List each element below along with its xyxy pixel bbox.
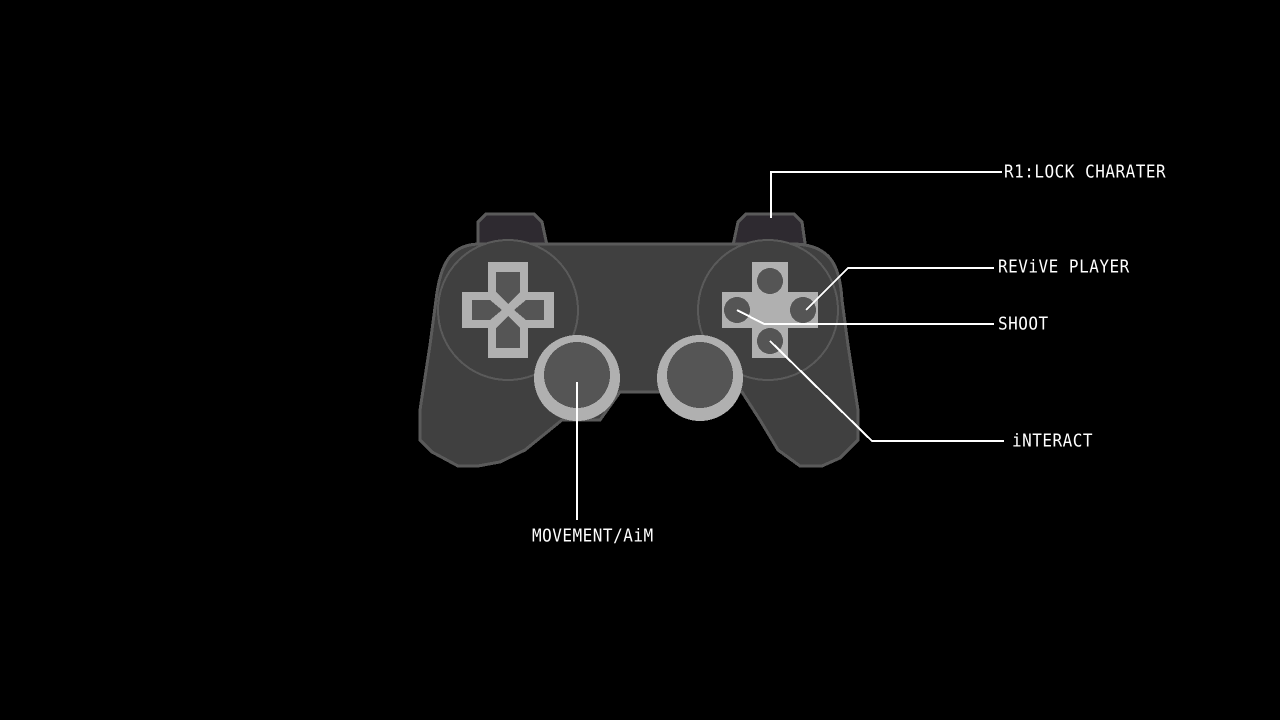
movement-aim-label: MOVEMENT/AiM — [532, 525, 654, 546]
callout-line-interact — [769, 340, 1004, 442]
face-button-right — [790, 297, 816, 323]
r1-lock-label: R1:LOCK CHARATER — [1004, 161, 1167, 182]
callout-line-revive — [805, 267, 994, 311]
right-stick-icon — [657, 335, 743, 421]
left-stick-icon — [534, 335, 620, 421]
callout-line-shoot — [736, 309, 994, 325]
face-button-top — [757, 268, 783, 294]
revive-player-label: REViVE PLAYER — [998, 256, 1130, 277]
shoot-label: SHOOT — [998, 313, 1049, 334]
interact-label: iNTERACT — [1012, 430, 1094, 451]
dpad-icon — [462, 262, 554, 358]
callout-line-r1 — [770, 171, 1002, 218]
